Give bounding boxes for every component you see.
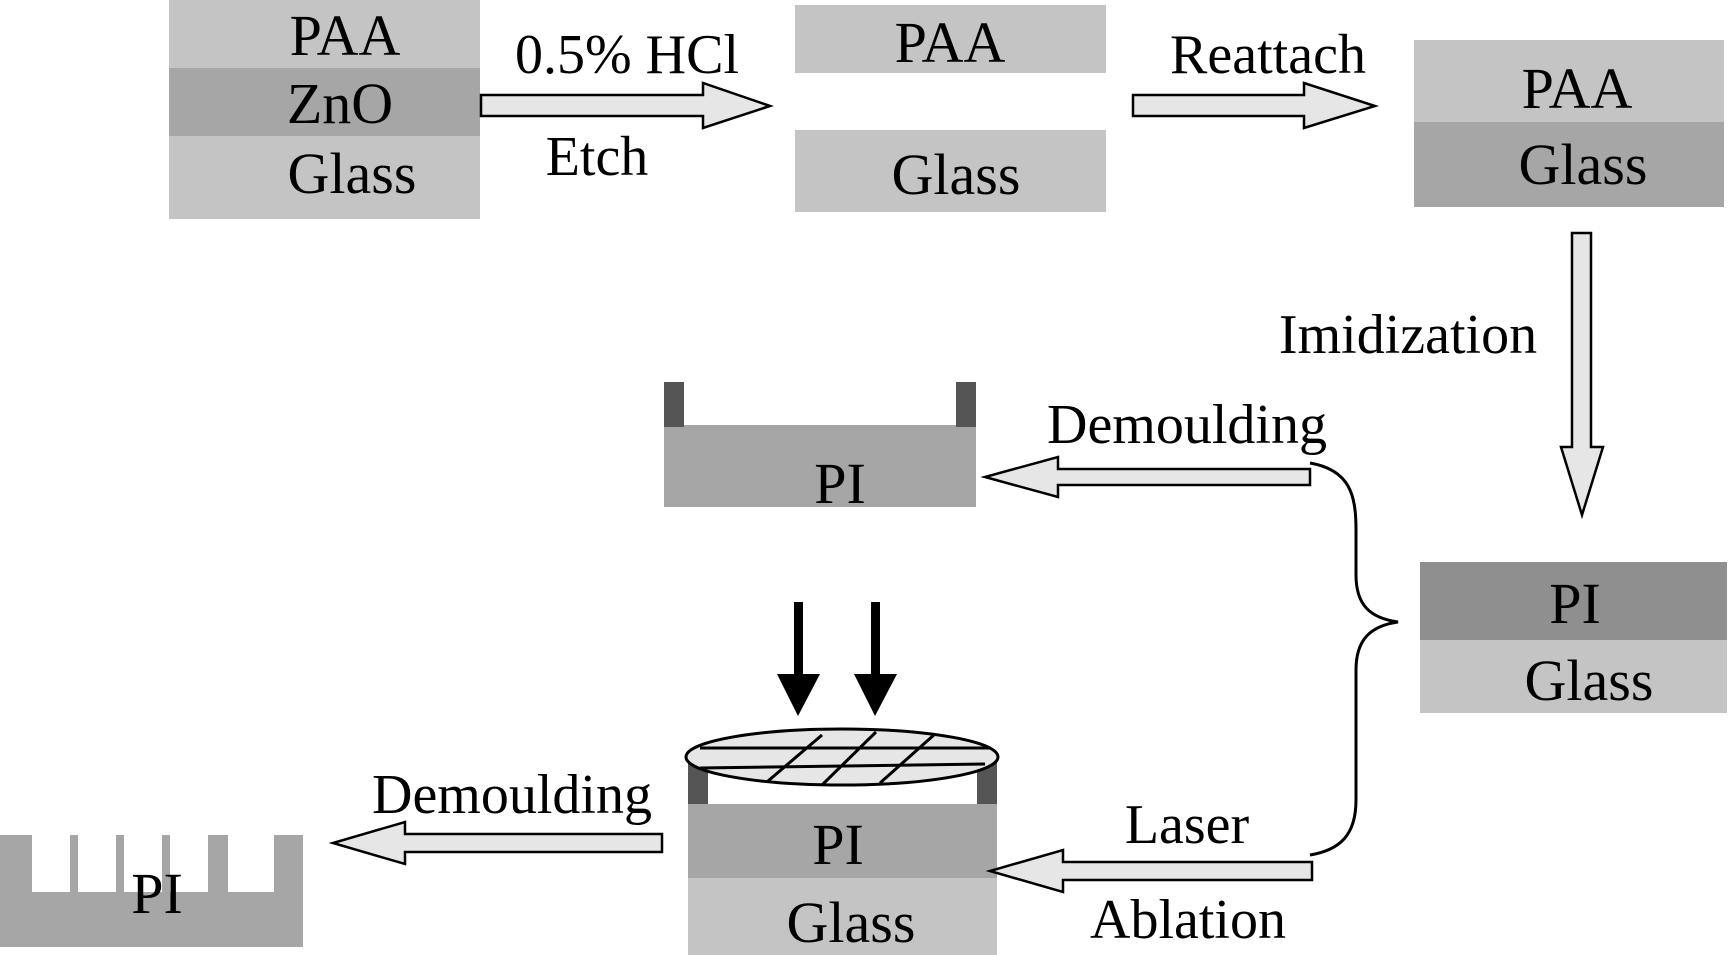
pi-layer: [688, 804, 997, 878]
paa-film-label: PAA: [895, 10, 1006, 75]
paa-label: PAA: [290, 3, 401, 68]
well: [228, 835, 274, 892]
pi-mold-label: PI: [814, 451, 866, 516]
glass-label: Glass: [787, 890, 916, 955]
paa-label: PAA: [1522, 56, 1633, 121]
stack-paa-zno-glass: PAA ZnO Glass: [169, 0, 480, 219]
glass-substrate-label: Glass: [892, 142, 1021, 207]
laser-beam-1-shaft: [794, 602, 803, 676]
ablation-label: Ablation: [1090, 889, 1286, 951]
glass-substrate: [795, 130, 1106, 212]
glass-layer: [1420, 640, 1727, 713]
paa-film: [795, 5, 1106, 73]
mold-wall-right: [956, 382, 976, 427]
mask-grid-line: [820, 730, 878, 787]
demoulding-lower-arrow: [328, 820, 664, 866]
stack-pi-glass: PI Glass: [1420, 562, 1727, 713]
branch-brace: [1309, 461, 1399, 857]
well: [32, 835, 70, 892]
mask-grid-line: [767, 733, 823, 783]
laser-ablation-arrow: [985, 848, 1314, 894]
demoulding-lower-label: Demoulding: [372, 764, 652, 826]
well: [124, 835, 162, 892]
mold-wall-left: [664, 382, 684, 427]
etch-reagent-label: 0.5% HCl: [515, 24, 739, 86]
glass-layer: [1414, 122, 1724, 207]
paa-layer: [1414, 40, 1724, 122]
mesh-mask: [684, 727, 1000, 787]
laser-beam-2-head: [854, 674, 897, 716]
ablation-stack: PI Glass: [684, 727, 1000, 955]
pi-mold: PI: [664, 382, 976, 516]
laser-beams: [777, 602, 897, 716]
final-patterned-pi: PI: [0, 835, 303, 947]
pi-layer: [1420, 562, 1727, 640]
laser-beam-1-head: [777, 674, 820, 716]
well: [170, 835, 208, 892]
pi-label: PI: [812, 812, 864, 877]
glass-label: Glass: [1525, 648, 1654, 713]
reattach-arrow: [1131, 81, 1380, 130]
glass-label: Glass: [288, 141, 417, 206]
mask-grid: [699, 730, 990, 787]
demoulding-upper-arrow: [980, 455, 1312, 499]
imidization-label: Imidization: [1279, 304, 1537, 366]
etch-label: Etch: [546, 126, 649, 188]
pi-mold-base: [664, 425, 976, 507]
pi-label: PI: [1549, 571, 1601, 636]
well: [78, 835, 116, 892]
glass-layer: [169, 136, 480, 219]
laser-label: Laser: [1125, 794, 1250, 856]
stack-paa-glass: PAA Glass: [1414, 40, 1724, 207]
stack-separated-paa-glass: PAA Glass: [795, 5, 1106, 212]
demoulding-upper-label: Demoulding: [1047, 394, 1327, 456]
pi-label: PI: [131, 861, 183, 926]
imidization-arrow: [1559, 231, 1605, 520]
laser-beam-2-shaft: [871, 602, 880, 676]
mask-grid-line: [699, 762, 986, 770]
glass-label: Glass: [1519, 132, 1648, 197]
zno-label: ZnO: [287, 71, 393, 136]
mask-grid-line: [879, 732, 936, 785]
etch-arrow: [479, 81, 774, 130]
zno-layer: [169, 68, 480, 136]
paa-layer: [169, 0, 480, 68]
glass-layer: [688, 878, 997, 955]
reattach-label: Reattach: [1170, 24, 1366, 86]
